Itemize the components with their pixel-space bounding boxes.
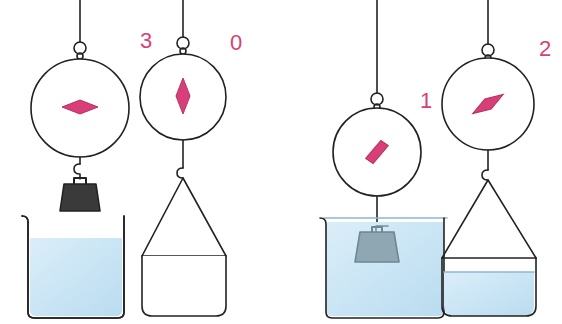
callout-number: 0	[230, 32, 242, 54]
callout-number: 3	[140, 30, 152, 52]
callout-number: 2	[539, 38, 551, 60]
callout-number: 1	[420, 90, 432, 112]
